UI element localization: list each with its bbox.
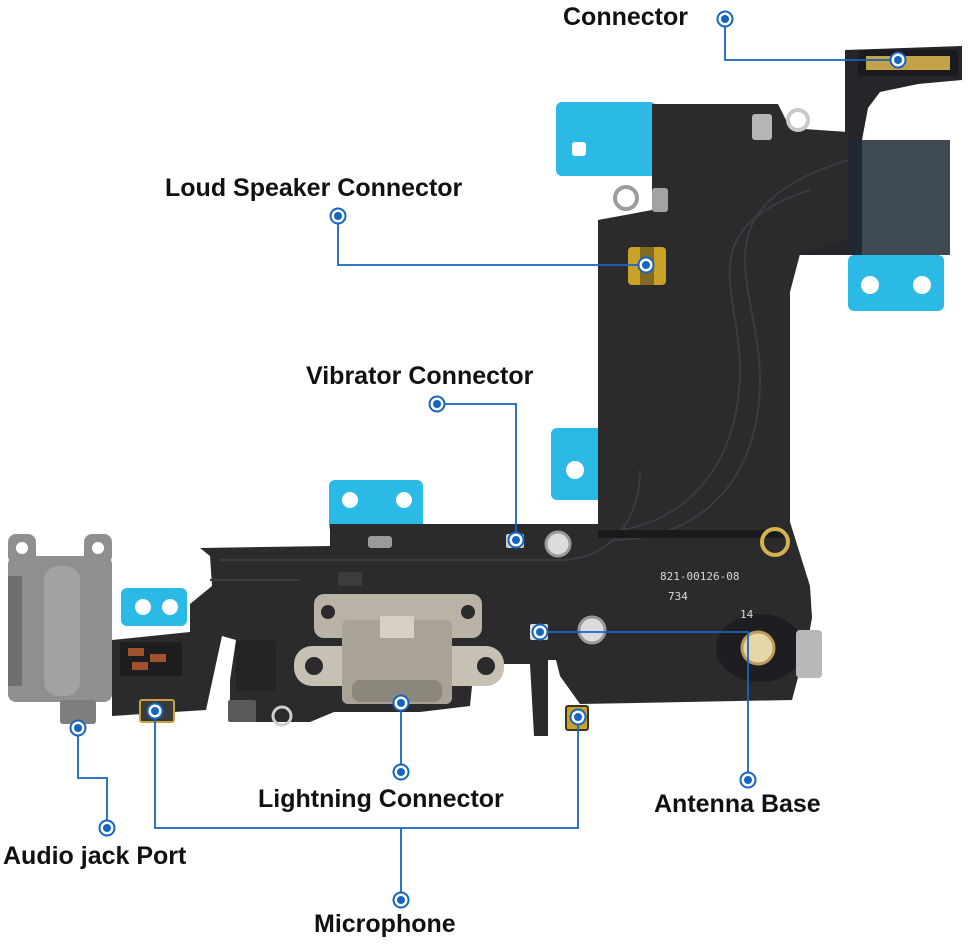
screw-ring xyxy=(577,615,607,645)
label-antenna-base: Antenna Base xyxy=(654,790,821,818)
audio-jack-housing xyxy=(8,534,112,724)
bracket-hole xyxy=(461,605,475,619)
bracket-hole xyxy=(321,605,335,619)
adhesive-tabs xyxy=(121,102,944,626)
flex-arm-shadow xyxy=(850,140,950,255)
resistor xyxy=(128,648,144,656)
callout-dot xyxy=(637,256,655,274)
tab-hole xyxy=(135,599,151,615)
callout-dot xyxy=(507,531,525,549)
tab-hole xyxy=(396,492,412,508)
jack-body-ridge xyxy=(44,566,80,696)
callout-lines xyxy=(77,19,898,900)
ring-contact xyxy=(271,705,293,727)
spring-contact xyxy=(796,630,822,678)
callout-line-vibrator xyxy=(437,403,517,540)
lightning-tab xyxy=(380,616,414,638)
jack-side-dark xyxy=(8,576,22,686)
spring-contact xyxy=(752,114,772,140)
screw-bracket-small xyxy=(368,536,392,548)
bracket-hole xyxy=(305,657,323,675)
code-b-text: 14 xyxy=(740,608,754,621)
part-number-text: 821-00126-08 xyxy=(660,570,739,583)
callout-line-microphone xyxy=(154,711,579,829)
callout-dot xyxy=(98,819,116,837)
inductor xyxy=(228,700,256,722)
jack-port-neck xyxy=(60,700,96,724)
connector-pins xyxy=(866,56,950,70)
callout-dot xyxy=(739,771,757,789)
component-chip xyxy=(236,640,276,690)
tab-hole xyxy=(913,276,931,294)
callout-dot xyxy=(569,708,587,726)
callout-line-loud-speaker xyxy=(337,216,646,266)
trace-line xyxy=(619,189,811,531)
callout-dot xyxy=(428,395,446,413)
callout-dot xyxy=(146,702,164,720)
callout-line-antenna xyxy=(540,631,749,780)
lightning-port-slot xyxy=(352,680,442,702)
callout-dot xyxy=(329,207,347,225)
bracket-hole xyxy=(477,657,495,675)
callout-line-connector xyxy=(724,19,898,61)
label-lightning-connector: Lightning Connector xyxy=(258,785,504,813)
label-audio-jack-port: Audio jack Port xyxy=(3,842,187,870)
tab-hole xyxy=(861,276,879,294)
callout-dot xyxy=(392,694,410,712)
callout-dot xyxy=(69,719,87,737)
adhesive-tab-right xyxy=(848,255,944,311)
label-loud-speaker-connector: Loud Speaker Connector xyxy=(165,174,463,202)
lightning-connector xyxy=(294,594,504,704)
label-connector: Connector xyxy=(563,3,688,31)
screw-ring xyxy=(544,530,572,558)
trace-line xyxy=(611,159,849,541)
callout-dot xyxy=(531,623,549,641)
adhesive-tab-left xyxy=(121,588,187,626)
jack-ear-hole xyxy=(16,542,28,554)
flex-fold-stripe xyxy=(598,530,788,538)
resistor xyxy=(132,662,148,670)
tab-hole xyxy=(342,492,358,508)
board-markings: 821-00126-08 734 14 xyxy=(660,570,754,621)
tab-hole xyxy=(566,461,584,479)
callout-dot xyxy=(392,763,410,781)
spring-contact xyxy=(652,188,668,212)
code-a-text: 734 xyxy=(668,590,688,603)
callout-dot xyxy=(716,10,734,28)
callout-dot xyxy=(889,51,907,69)
callout-dot xyxy=(392,891,410,909)
screw-brackets xyxy=(613,108,810,212)
label-vibrator-connector: Vibrator Connector xyxy=(306,362,534,390)
label-microphone: Microphone xyxy=(314,910,456,938)
antenna-base-area xyxy=(544,527,822,682)
tab-hole xyxy=(162,599,178,615)
gold-ring xyxy=(760,527,790,557)
callout-dots xyxy=(69,10,907,909)
jack-ear-hole xyxy=(92,542,104,554)
resistor xyxy=(150,654,166,662)
ring-contact xyxy=(786,108,810,132)
callout-line-audio-jack xyxy=(77,728,108,828)
tab-hole xyxy=(572,142,586,156)
ring-contact xyxy=(613,185,639,211)
adhesive-tab-top-left xyxy=(556,102,656,176)
antenna-base-ring xyxy=(740,630,776,666)
capacitor xyxy=(338,572,362,586)
